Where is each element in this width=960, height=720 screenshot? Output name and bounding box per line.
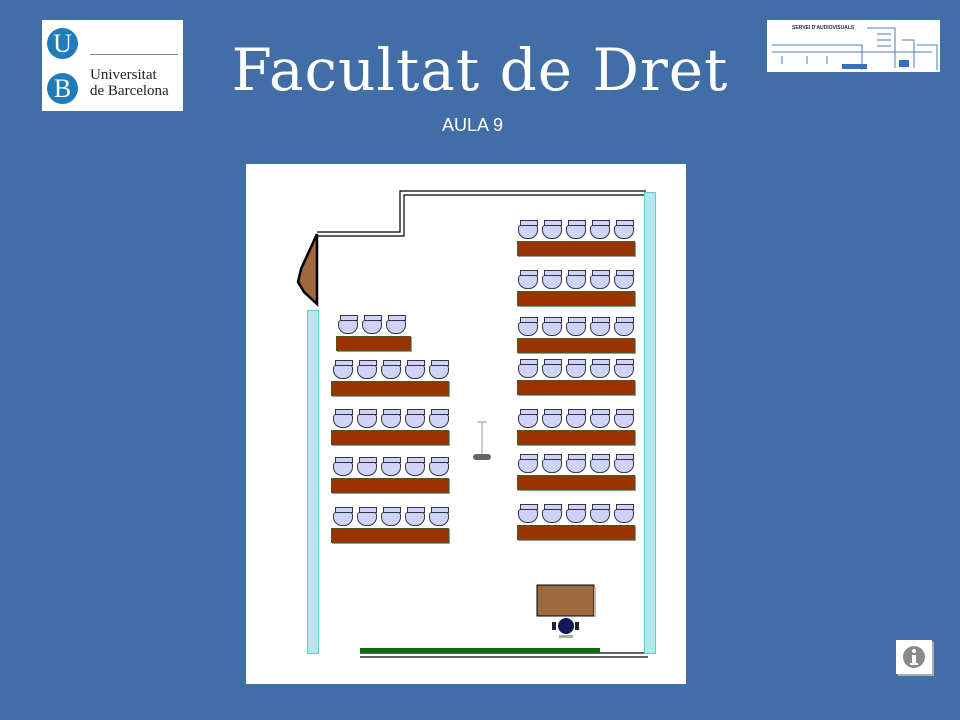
- chair: [333, 507, 353, 526]
- student-desk: [517, 380, 635, 395]
- chair: [542, 409, 562, 428]
- chair: [518, 359, 538, 378]
- student-desk: [517, 338, 635, 353]
- teacher-desk: [536, 584, 595, 617]
- chair: [333, 360, 353, 379]
- chair: [590, 504, 610, 523]
- building-sketch-icon: [772, 27, 938, 70]
- chair: [333, 457, 353, 476]
- chair: [566, 454, 586, 473]
- chair: [590, 409, 610, 428]
- logo-line2: de Barcelona: [90, 83, 169, 99]
- chair: [518, 454, 538, 473]
- chair: [381, 409, 401, 428]
- chair: [542, 220, 562, 239]
- chair: [590, 317, 610, 336]
- chair: [362, 315, 382, 334]
- chair: [381, 360, 401, 379]
- teacher-chair-icon: [552, 618, 579, 638]
- chair: [542, 504, 562, 523]
- page-title: Facultat de Dret: [231, 36, 729, 104]
- student-desk: [336, 336, 411, 351]
- servei-audiovisuals-logo: SERVEI D'AUDIOVISUALS: [767, 20, 940, 72]
- chair: [614, 270, 634, 289]
- student-desk: [331, 430, 449, 445]
- window-left: [307, 310, 319, 654]
- window-right: [644, 192, 656, 654]
- logo-line1: Universitat: [90, 67, 157, 83]
- chair: [614, 220, 634, 239]
- chair: [614, 317, 634, 336]
- logo-letter-u: U: [47, 28, 78, 59]
- chair: [542, 317, 562, 336]
- chair: [542, 270, 562, 289]
- chair: [518, 270, 538, 289]
- chair: [357, 507, 377, 526]
- chair: [405, 457, 425, 476]
- chair: [518, 220, 538, 239]
- chair: [566, 504, 586, 523]
- chair: [381, 457, 401, 476]
- chair: [590, 220, 610, 239]
- student-desk: [517, 475, 635, 490]
- chair: [542, 359, 562, 378]
- blackboard: [360, 648, 600, 653]
- chair: [518, 317, 538, 336]
- student-desk: [331, 381, 449, 396]
- projector-icon: [473, 454, 491, 460]
- chair: [614, 504, 634, 523]
- chair: [429, 457, 449, 476]
- chair: [566, 359, 586, 378]
- chair: [429, 507, 449, 526]
- chair: [405, 360, 425, 379]
- student-desk: [517, 291, 635, 306]
- chair: [566, 317, 586, 336]
- chair: [357, 360, 377, 379]
- chair: [518, 409, 538, 428]
- chair: [357, 457, 377, 476]
- sa-logo-text: SERVEI D'AUDIOVISUALS: [792, 25, 855, 31]
- info-icon: [903, 646, 925, 668]
- chair: [614, 454, 634, 473]
- chair: [333, 409, 353, 428]
- chair: [542, 454, 562, 473]
- chair: [590, 270, 610, 289]
- info-button[interactable]: [896, 640, 932, 674]
- student-desk: [517, 241, 635, 256]
- chair: [386, 315, 406, 334]
- logo-letter-b: B: [47, 73, 78, 104]
- chair: [566, 409, 586, 428]
- room-walls: [296, 190, 648, 658]
- chair: [381, 507, 401, 526]
- room-subtitle: AULA 9: [441, 115, 504, 135]
- chair: [590, 359, 610, 378]
- chair: [566, 270, 586, 289]
- logo-divider: [90, 54, 178, 55]
- chair: [590, 454, 610, 473]
- universitat-de-barcelona-logo: U B Universitat de Barcelona: [42, 20, 183, 111]
- student-desk: [517, 430, 635, 445]
- student-desk: [517, 525, 635, 540]
- chair: [518, 504, 538, 523]
- chair: [566, 220, 586, 239]
- chair: [429, 409, 449, 428]
- door-icon: [296, 233, 319, 307]
- classroom-floor-plan: [246, 164, 686, 684]
- student-desk: [331, 528, 449, 543]
- chair: [405, 409, 425, 428]
- chair: [357, 409, 377, 428]
- chair: [338, 315, 358, 334]
- chair: [614, 359, 634, 378]
- chair: [405, 507, 425, 526]
- chair: [429, 360, 449, 379]
- chair: [614, 409, 634, 428]
- student-desk: [331, 478, 449, 493]
